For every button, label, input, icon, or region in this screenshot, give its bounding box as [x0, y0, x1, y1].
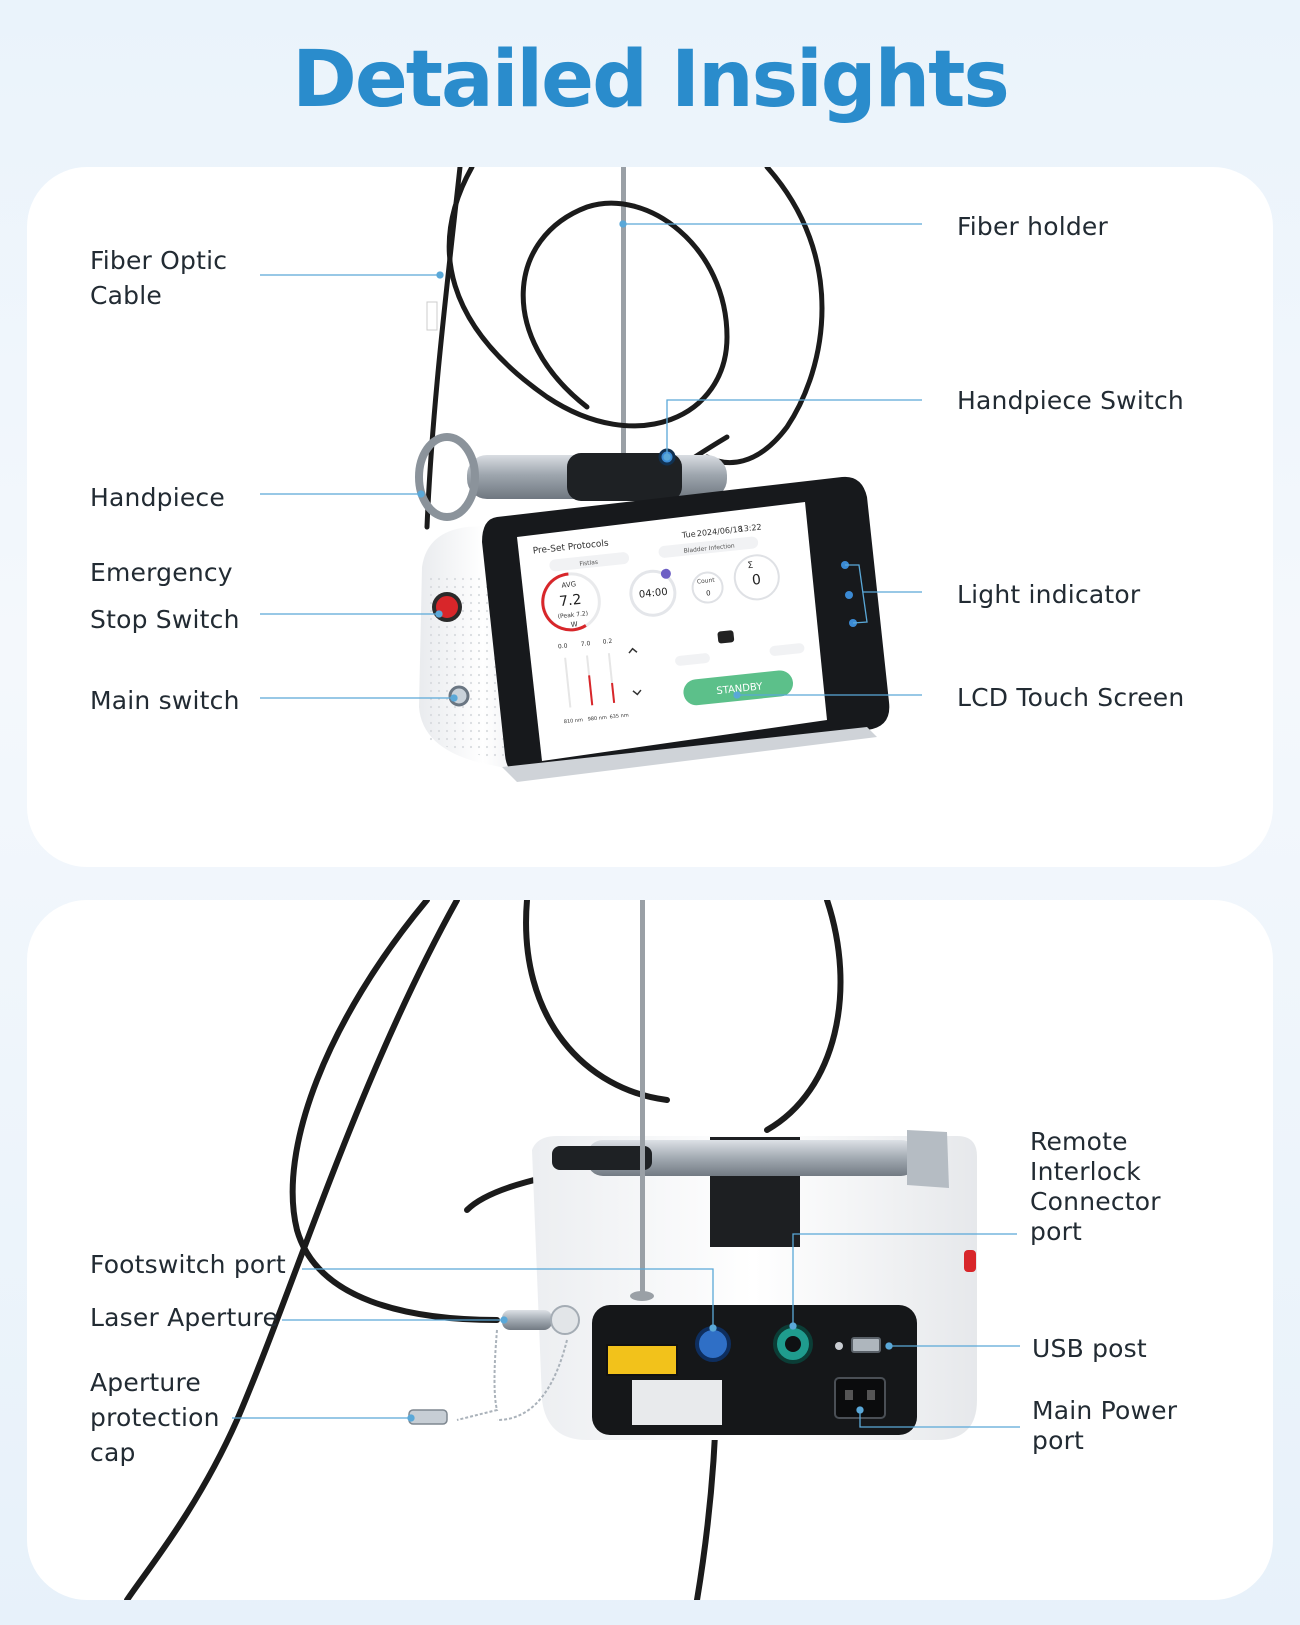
device-rear-illustration: [124, 900, 1020, 1600]
label-line: Main Power: [1032, 1396, 1178, 1425]
label-usb-post: USB post: [1032, 1334, 1147, 1363]
page-title: Detailed Insights: [292, 35, 1010, 125]
label-line: cap: [90, 1438, 136, 1467]
laser-aperture: [502, 1305, 580, 1335]
fiber-holder-pole-rear: [640, 900, 645, 1295]
footswitch-port-icon: [695, 1326, 731, 1362]
screen-bar-bottom-label: 635 nm: [609, 712, 629, 720]
label-footswitch-port: Footswitch port: [90, 1250, 286, 1279]
label-line: Stop Switch: [90, 605, 240, 634]
screen-bar-top-label: 7.0: [580, 640, 590, 648]
label-main-switch: Main switch: [90, 686, 240, 715]
label-line: Aperture: [90, 1368, 201, 1397]
label-line: Remote: [1030, 1127, 1128, 1156]
screen-sigma: Σ: [747, 561, 754, 572]
screen-time: 13:22: [738, 523, 762, 534]
label-line: Emergency: [90, 558, 233, 587]
label-aperture-protection-cap: Aperture protection cap: [90, 1365, 220, 1470]
label-line: port: [1030, 1217, 1083, 1246]
screen-peak: (Peak 7.2): [557, 610, 588, 620]
leader-lines: [260, 220, 922, 702]
handpiece: [415, 433, 727, 521]
label-line: protection: [90, 1403, 220, 1432]
bottom-panel: Remote Interlock Connector port Footswit…: [27, 900, 1273, 1600]
side-emergency-switch-icon: [964, 1250, 976, 1272]
top-panel: Pre-Set Protocols Tue 2024/06/18 13:22 F…: [27, 167, 1273, 867]
screen-unit: W: [570, 620, 578, 629]
label-fiber-optic-cable: Fiber Optic Cable: [90, 243, 227, 313]
label-emergency-stop-switch: Emergency Stop Switch: [90, 549, 240, 643]
screen-bars: 0.0 7.0 0.2 810 nm 980 nm 635 nm: [558, 638, 630, 725]
screen-bar-bottom-label: 980 nm: [587, 715, 607, 723]
label-line: Connector: [1030, 1187, 1161, 1216]
fiber-holder-pole: [621, 167, 626, 477]
device-front-illustration: Pre-Set Protocols Tue 2024/06/18 13:22 F…: [260, 167, 922, 782]
screen-avg-value: 7.2: [558, 592, 582, 610]
label-line: Fiber Optic: [90, 246, 228, 275]
label-lcd-touch-screen: LCD Touch Screen: [957, 683, 1185, 712]
screen-day: Tue: [681, 529, 697, 539]
cable-white-band: [426, 301, 438, 331]
screen-bar-top-label: 0.2: [602, 638, 612, 646]
usb-port-icon: [851, 1337, 881, 1353]
label-light-indicator: Light indicator: [957, 580, 1141, 609]
screen-mode: Fistlas: [579, 559, 598, 568]
label-main-power-port: Main Power port: [1032, 1396, 1177, 1456]
screen-total-value: 0: [751, 572, 762, 589]
handpiece-rear: [552, 1130, 949, 1188]
standby-button[interactable]: [682, 669, 794, 706]
leader-lines-rear: [232, 1233, 1020, 1428]
standby-label: STANDBY: [716, 681, 764, 697]
aperture-protection-cap: [408, 1329, 568, 1425]
label-fiber-holder: Fiber holder: [957, 212, 1108, 241]
screen-timer: 04:00: [638, 587, 668, 601]
label-handpiece-switch: Handpiece Switch: [957, 386, 1184, 415]
screen-avg-label: AVG: [561, 580, 576, 589]
label-line: Interlock: [1030, 1157, 1141, 1186]
label-line: port: [1032, 1426, 1085, 1455]
screen-count-label: Count: [697, 577, 716, 586]
laser-warning-label: [606, 1344, 678, 1376]
label-line: Cable: [90, 281, 162, 310]
screen-ui: Pre-Set Protocols Tue 2024/06/18 13:22 F…: [532, 523, 805, 725]
rating-label: [632, 1380, 722, 1425]
screen-bar-top-label: 0.0: [558, 642, 568, 650]
label-laser-aperture: Laser Aperture: [90, 1303, 279, 1332]
device-base: [502, 727, 877, 782]
label-remote-interlock-connector-port: Remote Interlock Connector port: [1030, 1127, 1161, 1247]
screen-bar-bottom-label: 810 nm: [564, 717, 584, 725]
screen-count-value: 0: [706, 589, 711, 597]
label-handpiece: Handpiece: [90, 483, 225, 512]
